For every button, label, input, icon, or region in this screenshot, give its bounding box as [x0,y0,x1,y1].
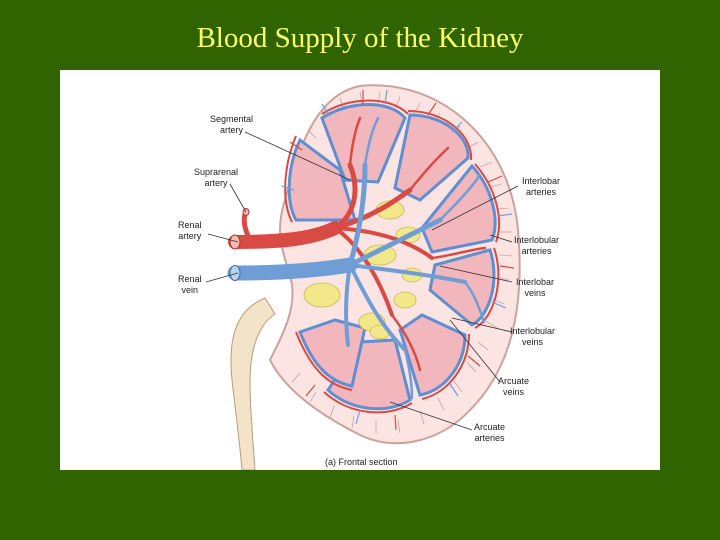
slide-title: Blood Supply of the Kidney [0,22,720,55]
label-renal-artery: Renal artery [178,220,202,241]
kidney-figure: Segmental artery Suprarenal artery Renal… [60,70,660,470]
label-interlobar-veins: Interlobar veins [516,277,554,298]
renal-artery-cut-end [230,235,240,249]
kidney-illustration [60,70,660,470]
label-arcuate-arteries: Arcuate arteries [474,422,505,443]
label-suprarenal-artery: Suprarenal artery [194,167,238,188]
label-renal-vein: Renal vein [178,274,202,295]
label-segmental-artery: Segmental artery [210,114,253,135]
label-interlobular-arteries: Interlobular arteries [514,235,559,256]
label-interlobar-arteries: Interlobar arteries [522,176,560,197]
label-interlobular-veins: Interlobular veins [510,326,555,347]
ureter [231,298,275,470]
figure-caption: (a) Frontal section [325,457,398,467]
label-arcuate-veins: Arcuate veins [498,376,529,397]
renal-vein-cut-end [230,266,240,281]
